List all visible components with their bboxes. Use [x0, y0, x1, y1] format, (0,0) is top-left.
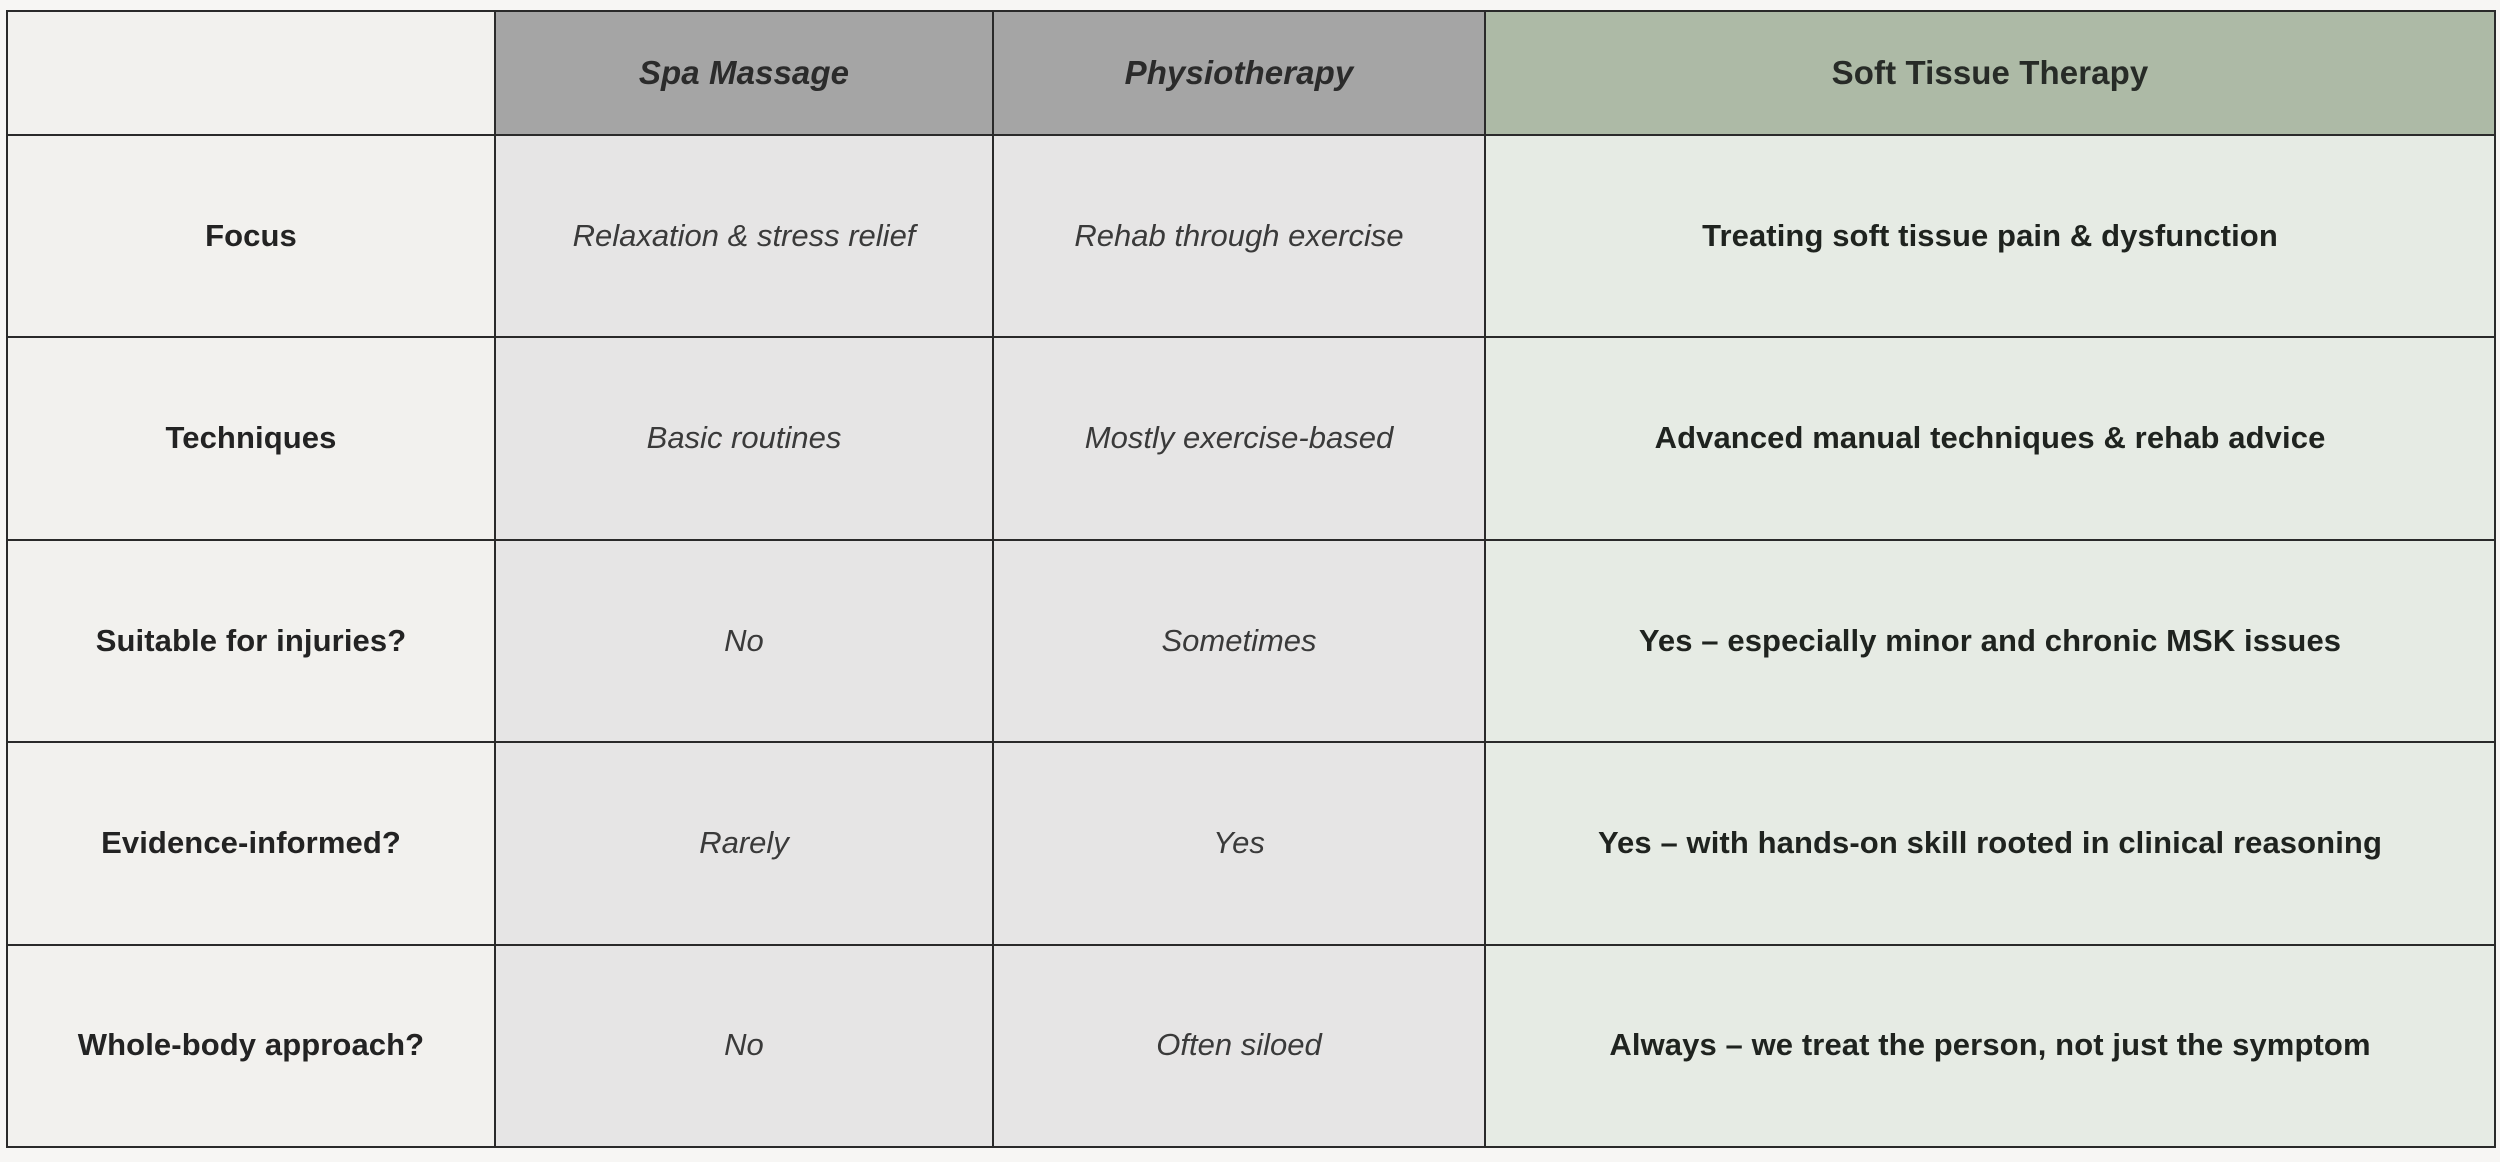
header-cell-soft-tissue-therapy: Soft Tissue Therapy — [1484, 10, 2496, 136]
header-cell-physiotherapy: Physiotherapy — [992, 10, 1486, 136]
row-label-whole-body-approach: Whole-body approach? — [6, 943, 496, 1149]
table-row-techniques: Techniques Basic routines Mostly exercis… — [6, 336, 2496, 541]
table-row-evidence-informed: Evidence-informed? Rarely Yes Yes – with… — [6, 741, 2496, 946]
cell-focus-soft-tissue: Treating soft tissue pain & dysfunction — [1484, 133, 2496, 339]
cell-whole-body-approach-spa: No — [494, 943, 994, 1149]
cell-suitable-for-injuries-spa: No — [494, 538, 994, 744]
table-row-focus: Focus Relaxation & stress relief Rehab t… — [6, 133, 2496, 339]
header-cell-spa-massage: Spa Massage — [494, 10, 994, 136]
table-row-suitable-for-injuries: Suitable for injuries? No Sometimes Yes … — [6, 538, 2496, 744]
cell-evidence-informed-soft-tissue: Yes – with hands-on skill rooted in clin… — [1484, 741, 2496, 946]
row-label-focus: Focus — [6, 133, 496, 339]
cell-whole-body-approach-soft-tissue: Always – we treat the person, not just t… — [1484, 943, 2496, 1149]
table-body: Focus Relaxation & stress relief Rehab t… — [6, 133, 2496, 1149]
therapy-comparison-table: Spa Massage Physiotherapy Soft Tissue Th… — [6, 10, 2496, 1149]
cell-suitable-for-injuries-soft-tissue: Yes – especially minor and chronic MSK i… — [1484, 538, 2496, 744]
cell-whole-body-approach-physio: Often siloed — [992, 943, 1486, 1149]
table-row-whole-body-approach: Whole-body approach? No Often siloed Alw… — [6, 943, 2496, 1149]
cell-focus-physio: Rehab through exercise — [992, 133, 1486, 339]
cell-techniques-physio: Mostly exercise-based — [992, 336, 1486, 541]
cell-evidence-informed-physio: Yes — [992, 741, 1486, 946]
row-label-evidence-informed: Evidence-informed? — [6, 741, 496, 946]
cell-evidence-informed-spa: Rarely — [494, 741, 994, 946]
header-row: Spa Massage Physiotherapy Soft Tissue Th… — [6, 10, 2496, 136]
table-header: Spa Massage Physiotherapy Soft Tissue Th… — [6, 10, 2496, 136]
header-cell-corner — [6, 10, 496, 136]
cell-techniques-spa: Basic routines — [494, 336, 994, 541]
cell-focus-spa: Relaxation & stress relief — [494, 133, 994, 339]
row-label-techniques: Techniques — [6, 336, 496, 541]
row-label-suitable-for-injuries: Suitable for injuries? — [6, 538, 496, 744]
cell-techniques-soft-tissue: Advanced manual techniques & rehab advic… — [1484, 336, 2496, 541]
cell-suitable-for-injuries-physio: Sometimes — [992, 538, 1486, 744]
